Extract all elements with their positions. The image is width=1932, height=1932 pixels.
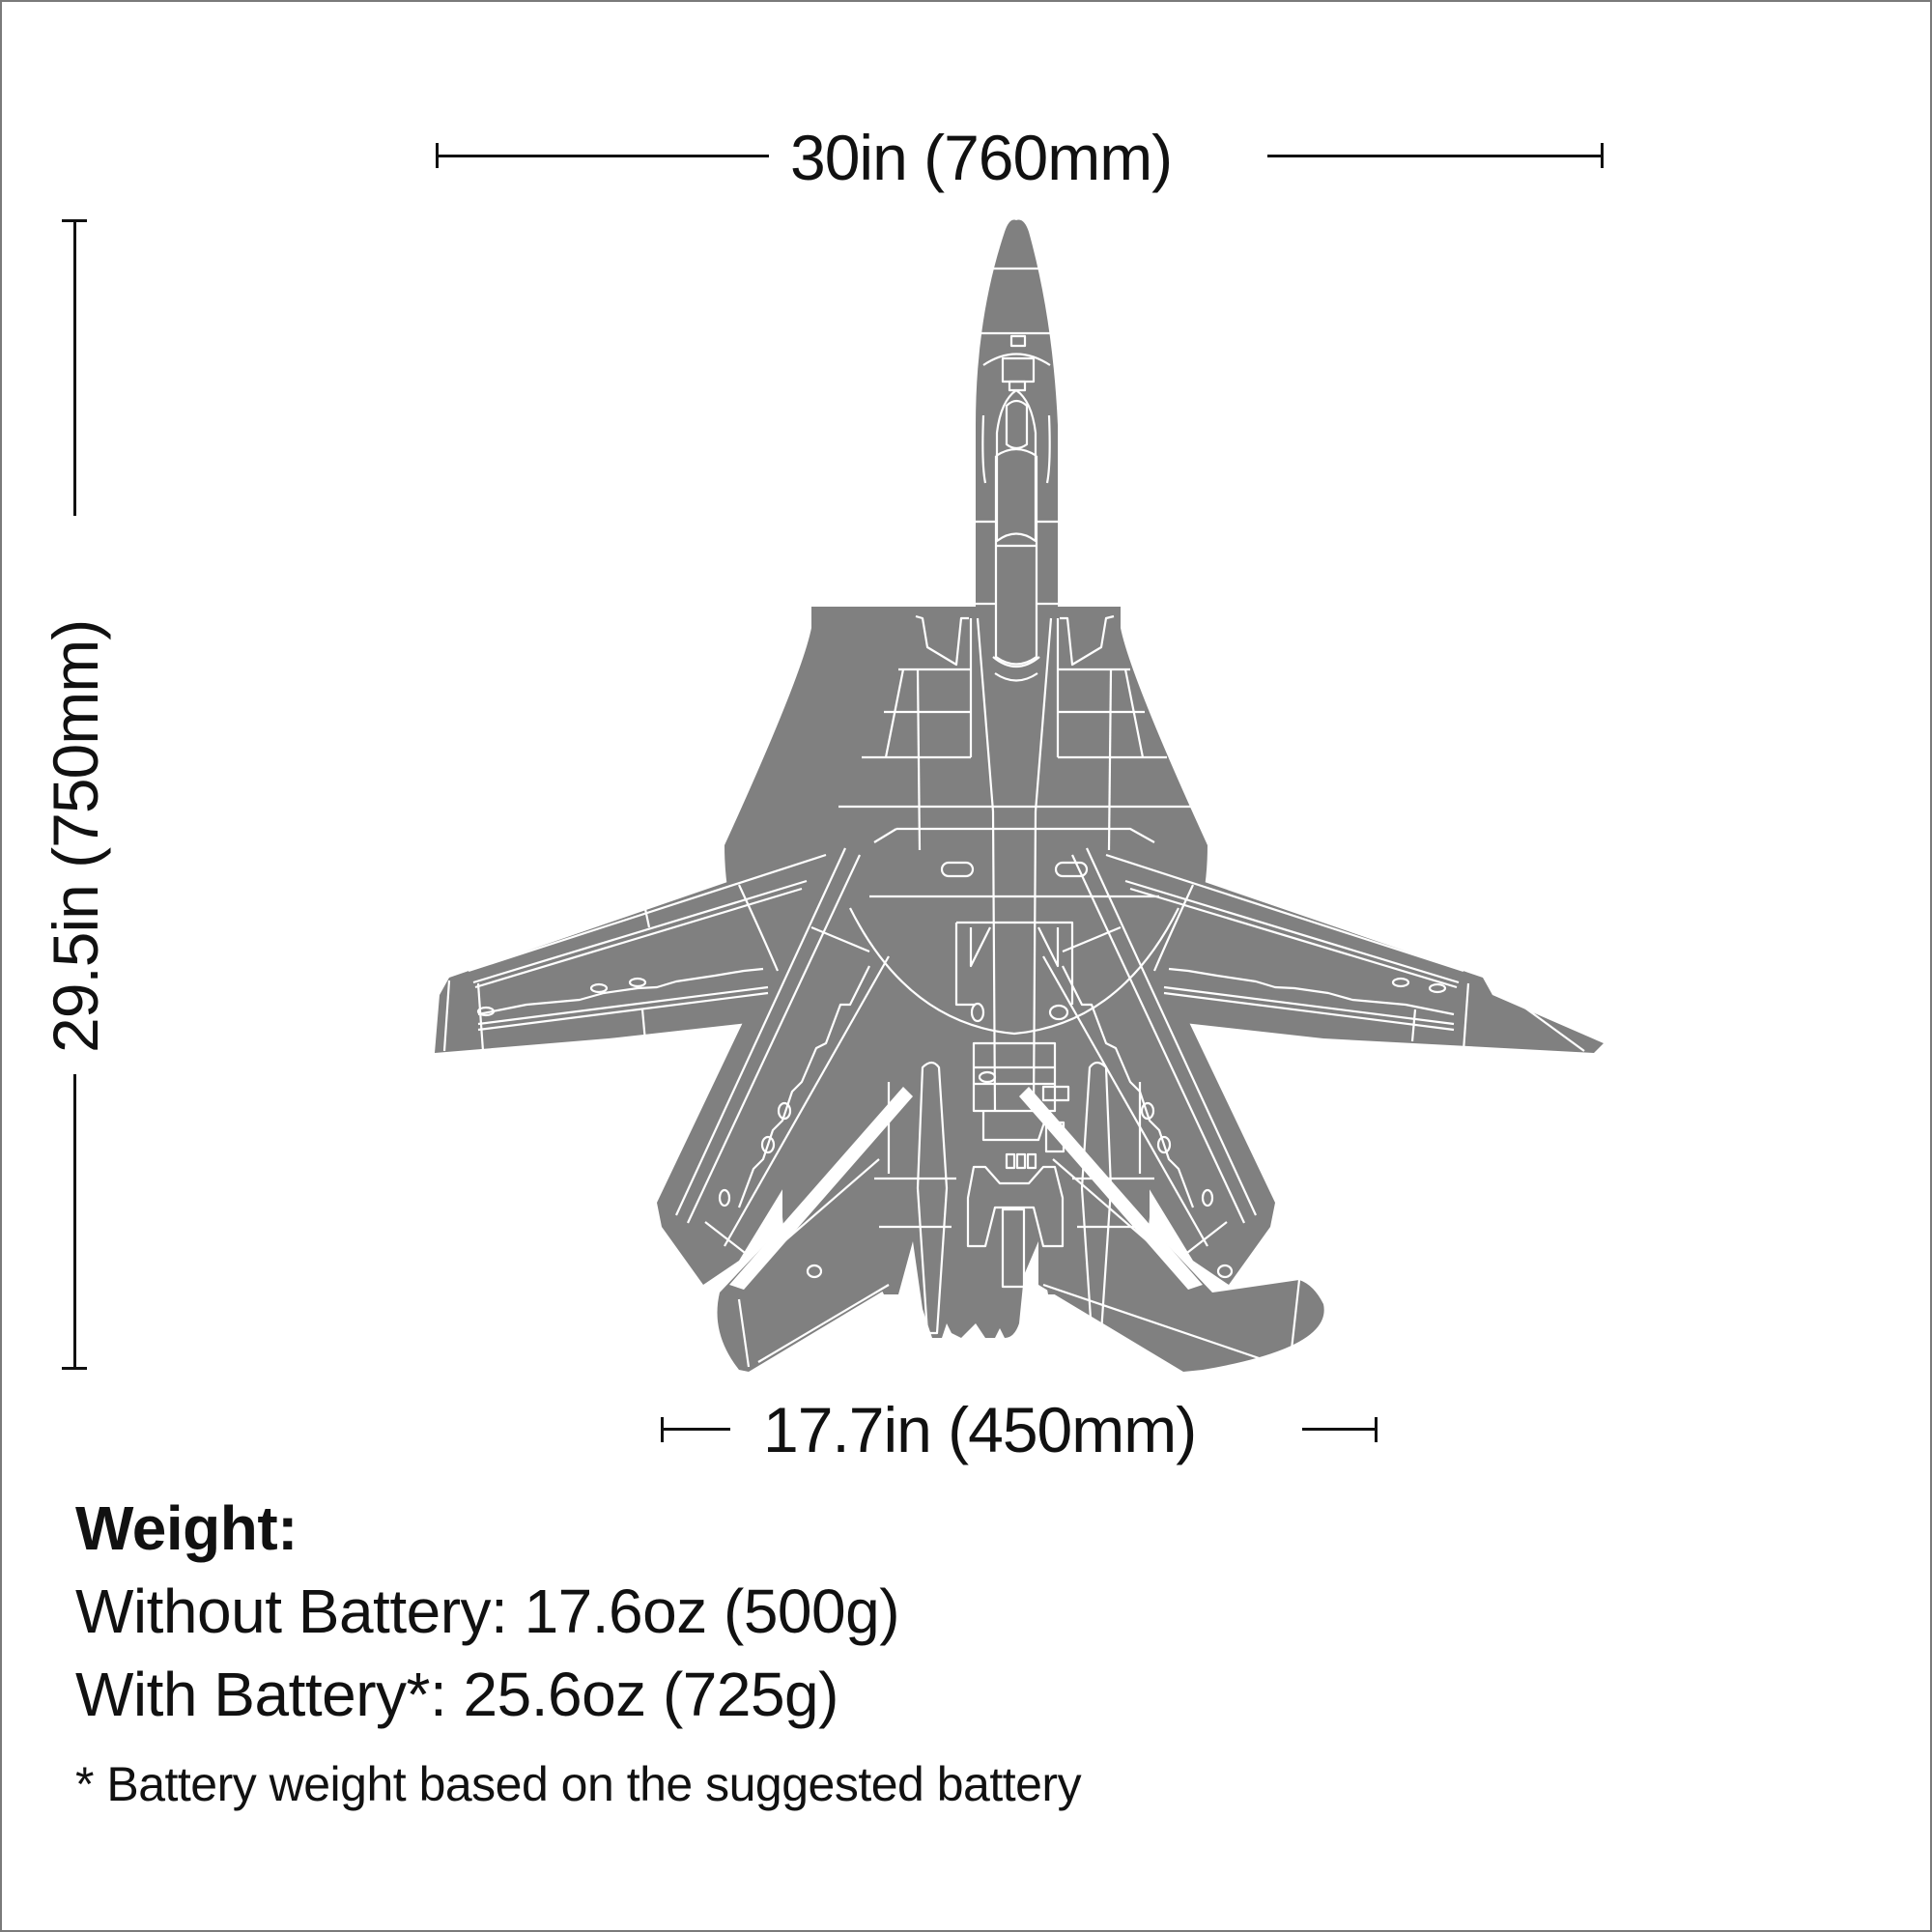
weight-title: Weight: xyxy=(75,1493,298,1563)
swept-span-left-line xyxy=(661,1428,730,1431)
panel-lines xyxy=(442,267,1585,1368)
wingspan-right-tick xyxy=(1601,143,1604,168)
wingspan-left-line xyxy=(436,155,769,157)
length-bottom-line xyxy=(73,1074,76,1369)
stabilizer-gaps xyxy=(729,1087,1203,1290)
weight-without-battery: Without Battery: 17.6oz (500g) xyxy=(75,1577,900,1646)
weight-with-battery: With Battery*: 25.6oz (725g) xyxy=(75,1660,838,1729)
battery-footnote: * Battery weight based on the suggested … xyxy=(75,1757,1082,1811)
swept-span-right-tick xyxy=(1375,1417,1378,1442)
radome-icon xyxy=(985,220,1049,386)
swept-span-label: 17.7in (450mm) xyxy=(763,1394,1197,1465)
swept-span-right-line xyxy=(1302,1428,1377,1431)
left-wing-icon xyxy=(435,848,826,1053)
wingspan-right-line xyxy=(1267,155,1604,157)
length-top-line xyxy=(73,219,76,516)
length-bottom-tick xyxy=(62,1367,87,1370)
right-stabilizer-icon xyxy=(1038,1109,1324,1372)
wingspan-label: 30in (760mm) xyxy=(790,122,1173,193)
